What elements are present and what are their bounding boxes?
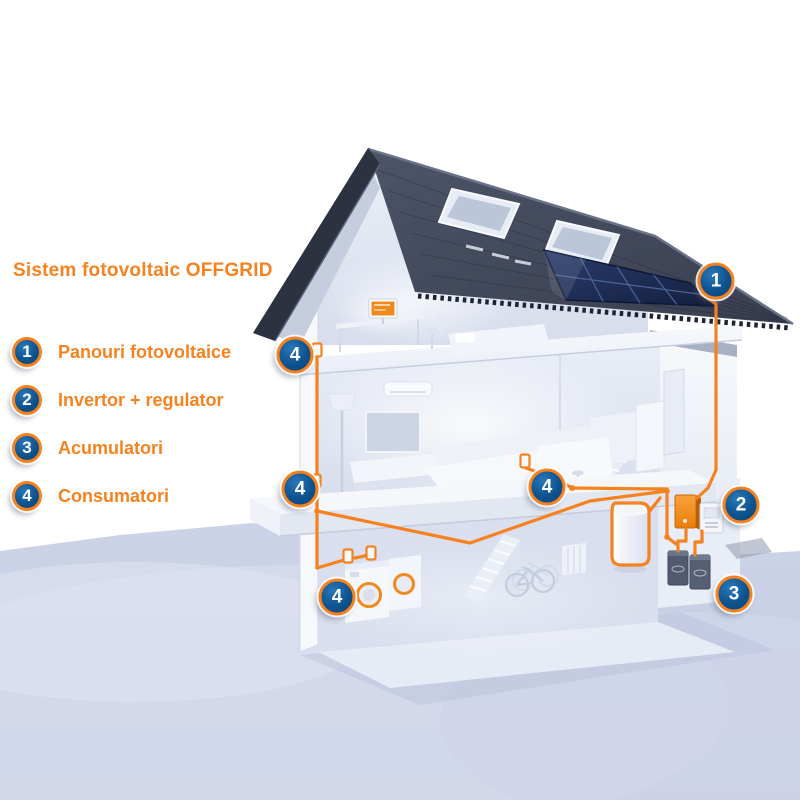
- legend-item-panels: 1 Panouri fotovoltaice: [12, 337, 231, 367]
- legend-badge-3: 3: [12, 433, 42, 463]
- back-door: [663, 368, 685, 456]
- bicycles: [504, 562, 559, 598]
- legend-item-consumers: 4 Consumatori: [12, 481, 231, 511]
- attic-floor-slab: [299, 325, 743, 376]
- house: [250, 147, 794, 688]
- power-outlet-icon: [365, 545, 377, 561]
- desk: [336, 315, 424, 329]
- marker-inverter-regulator: 2: [722, 486, 760, 524]
- corner-shadow: [725, 538, 772, 559]
- power-outlet-icon: [342, 548, 354, 564]
- inverter: [674, 494, 701, 530]
- radiator: [562, 543, 586, 575]
- wire-boiler-loop: [610, 496, 662, 567]
- washing-machine: [389, 555, 421, 611]
- legend-badge-2: 2: [12, 385, 42, 415]
- marker-living-room-consumer: 4: [281, 470, 319, 508]
- eave-tiles: [417, 293, 791, 331]
- basement-furniture: [345, 504, 649, 623]
- marker-kitchen-consumer: 4: [528, 468, 566, 506]
- legend-item-batteries: 3 Acumulatori: [12, 433, 231, 463]
- attic-bed: [448, 324, 550, 357]
- gable-face: [253, 148, 380, 341]
- legend: 1 Panouri fotovoltaice 2 Invertor + regu…: [12, 337, 231, 529]
- charge-regulator: [699, 502, 724, 534]
- roof-hooks: [465, 244, 532, 266]
- ridge-line: [367, 147, 794, 326]
- legend-label: Acumulatori: [58, 437, 164, 458]
- power-outlet-icon: [311, 342, 323, 358]
- page-title: Sistem fotovoltaic OFFGRID: [13, 260, 273, 281]
- fridge: [635, 400, 665, 473]
- air-conditioner: [383, 381, 433, 397]
- roof: [253, 147, 794, 345]
- legend-label: Invertor + regulator: [58, 389, 224, 410]
- office-chair: [423, 313, 446, 349]
- solar-panel-array: [542, 248, 716, 307]
- skylight: [437, 187, 521, 240]
- battery: [689, 554, 711, 590]
- attic-furniture: [336, 288, 550, 357]
- water-boiler: [611, 504, 649, 573]
- wire-junctions: [314, 485, 670, 540]
- legend-badge-4: 4: [12, 481, 42, 511]
- tv: [365, 411, 421, 453]
- marker-batteries: 3: [715, 575, 753, 613]
- bar-stool: [572, 470, 584, 476]
- power-outlet-icon: [519, 453, 531, 469]
- washing-machine: [345, 560, 389, 623]
- battery: [667, 550, 689, 586]
- legend-badge-1: 1: [12, 337, 42, 367]
- wire-slab-edge: [315, 489, 669, 545]
- marker-solar-panels: 1: [697, 262, 735, 300]
- wire-panel-to-inverter: [695, 292, 718, 500]
- marker-attic-consumer: 4: [276, 336, 314, 374]
- marker-basement-appliances: 4: [318, 578, 356, 616]
- legend-label: Panouri fotovoltaice: [58, 341, 232, 362]
- legend-item-inverter: 2 Invertor + regulator: [12, 385, 231, 415]
- legend-label: Consumatori: [58, 485, 170, 506]
- computer-monitor: [368, 298, 398, 324]
